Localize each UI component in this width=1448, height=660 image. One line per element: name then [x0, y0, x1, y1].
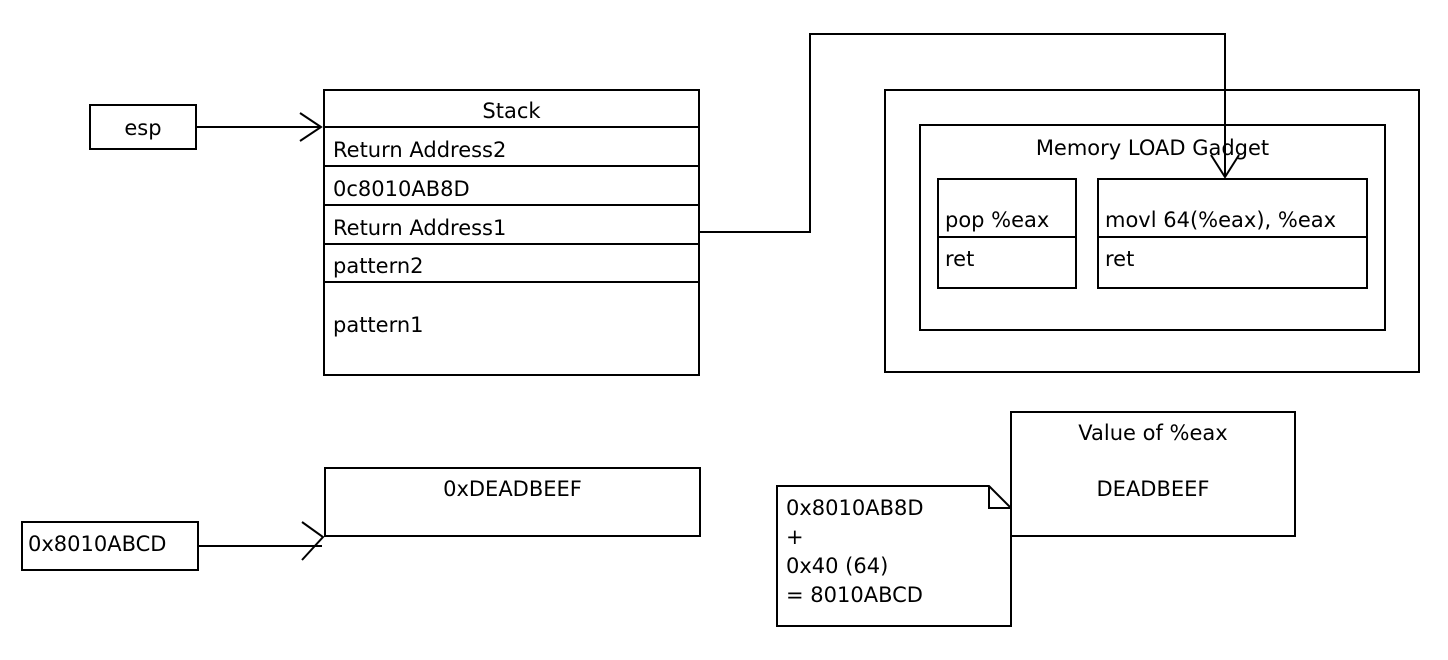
- stack-cell-return-address1: Return Address1: [333, 216, 507, 240]
- note-line: +: [786, 524, 804, 549]
- stack-cell-return-address2: Return Address2: [333, 138, 507, 162]
- stack-row: [323, 128, 700, 167]
- pop-gadget-instruction: pop %eax: [945, 208, 1050, 232]
- stack-table: [323, 89, 700, 376]
- eax-value-title: Value of %eax: [1078, 421, 1228, 445]
- source-address-label: 0x8010ABCD: [28, 532, 167, 556]
- esp-label: esp: [124, 116, 162, 140]
- stack-cell-pattern1: pattern1: [333, 313, 424, 337]
- eax-value-box: [1010, 411, 1296, 537]
- gadget-title: Memory LOAD Gadget: [1035, 136, 1270, 160]
- pop-gadget-ret: ret: [945, 247, 975, 271]
- load-gadget-instruction: movl 64(%eax), %eax: [1105, 208, 1337, 232]
- memory-value-box: [324, 467, 701, 537]
- load-gadget-box: [1097, 178, 1368, 289]
- note-line: = 8010ABCD: [786, 582, 923, 607]
- note-text: 0x8010AB8D + 0x40 (64) = 8010ABCD: [786, 494, 924, 610]
- stack-row: [323, 245, 700, 283]
- stack-cell-pattern2: pattern2: [333, 254, 424, 278]
- eax-value-text: DEADBEEF: [1096, 477, 1210, 501]
- stack-row: [323, 167, 700, 206]
- pop-gadget-box: [937, 178, 1077, 289]
- memory-value-label: 0xDEADBEEF: [443, 477, 582, 501]
- load-gadget-ret: ret: [1105, 247, 1135, 271]
- connector-address-to-value: [199, 521, 325, 561]
- note-line: 0x40 (64): [786, 553, 889, 578]
- pop-gadget-divider: [937, 236, 1077, 238]
- connector-esp-to-stack: [197, 112, 323, 142]
- source-address-box: [21, 521, 199, 571]
- arithmetic-note: 0x8010AB8D + 0x40 (64) = 8010ABCD: [776, 485, 1012, 627]
- esp-register-box: [89, 104, 197, 150]
- note-folded-shape: [776, 485, 1012, 627]
- stack-cell-gadget-address: 0c8010AB8D: [333, 177, 470, 201]
- stack-row: [323, 206, 700, 245]
- stack-title: Stack: [482, 99, 541, 123]
- load-gadget-divider: [1097, 236, 1368, 238]
- stack-header-row: [323, 89, 700, 128]
- note-line: 0x8010AB8D: [786, 496, 924, 520]
